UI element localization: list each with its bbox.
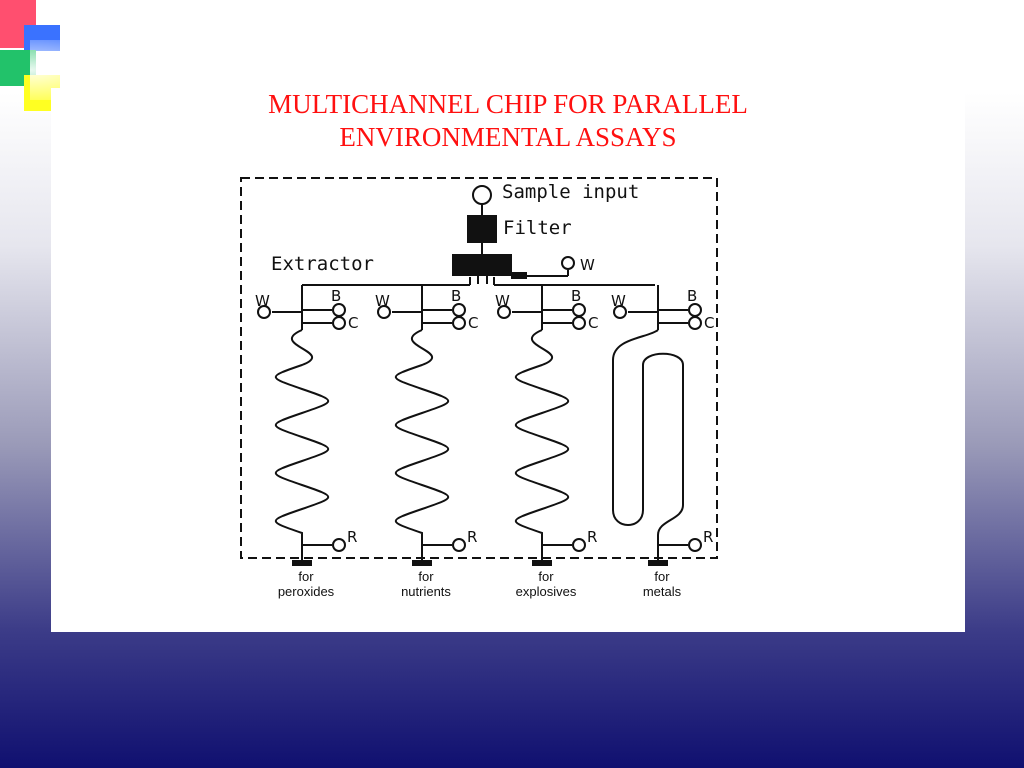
c-label: C <box>468 314 478 332</box>
b-label: B <box>331 287 341 305</box>
r-port <box>572 538 586 552</box>
c-label: C <box>588 314 598 332</box>
b-port <box>572 303 586 317</box>
w-port <box>377 305 391 319</box>
channel-1 <box>257 285 346 566</box>
sample-input-label: Sample input <box>502 181 639 203</box>
title-line-1: MULTICHANNEL CHIP FOR PARALLEL <box>268 89 748 119</box>
r-label: R <box>347 528 357 546</box>
outlet-bar <box>412 560 432 566</box>
channel-3 <box>497 285 586 566</box>
for-label: for <box>538 569 554 584</box>
waste-label: W <box>580 256 595 274</box>
b-label: B <box>451 287 461 305</box>
filter-label: Filter <box>503 217 572 239</box>
waste-port <box>561 256 575 270</box>
w-label: W <box>611 292 626 310</box>
slide-title: MULTICHANNEL CHIP FOR PARALLEL ENVIRONME… <box>51 88 965 154</box>
chip-boundary <box>240 177 718 559</box>
for-label: for <box>654 569 670 584</box>
extractor-label: Extractor <box>271 253 374 275</box>
w-port <box>613 305 627 319</box>
target-label: metals <box>643 584 682 599</box>
w-label: W <box>495 292 510 310</box>
b-port <box>332 303 346 317</box>
serpentine-reactor <box>515 329 569 540</box>
b-port <box>688 303 702 317</box>
filter-block <box>467 215 497 243</box>
c-port <box>332 316 346 330</box>
r-port <box>452 538 466 552</box>
w-port <box>257 305 271 319</box>
outlet-bar <box>292 560 312 566</box>
serpentine-reactor <box>275 329 329 540</box>
channel-2 <box>377 285 466 566</box>
b-label: B <box>687 287 697 305</box>
w-port <box>497 305 511 319</box>
c-port <box>572 316 586 330</box>
c-port <box>452 316 466 330</box>
extractor-block <box>452 254 512 276</box>
outlet-bar <box>648 560 668 566</box>
loop-reactor <box>612 329 684 540</box>
w-label: W <box>375 292 390 310</box>
b-label: B <box>571 287 581 305</box>
for-label: for <box>418 569 434 584</box>
channel-4 <box>612 285 702 566</box>
r-label: R <box>467 528 477 546</box>
for-label: for <box>298 569 314 584</box>
title-line-2: ENVIRONMENTAL ASSAYS <box>339 122 677 152</box>
outlet-bar <box>532 560 552 566</box>
w-label: W <box>255 292 270 310</box>
target-label: explosives <box>516 584 577 599</box>
b-port <box>452 303 466 317</box>
r-label: R <box>587 528 597 546</box>
sample-input-port <box>472 185 492 205</box>
r-port <box>688 538 702 552</box>
c-label: C <box>348 314 358 332</box>
target-label: nutrients <box>401 584 451 599</box>
c-label: C <box>704 314 714 332</box>
serpentine-reactor <box>395 329 449 540</box>
c-port <box>688 316 702 330</box>
r-label: R <box>703 528 713 546</box>
r-port <box>332 538 346 552</box>
target-label: peroxides <box>278 584 335 599</box>
